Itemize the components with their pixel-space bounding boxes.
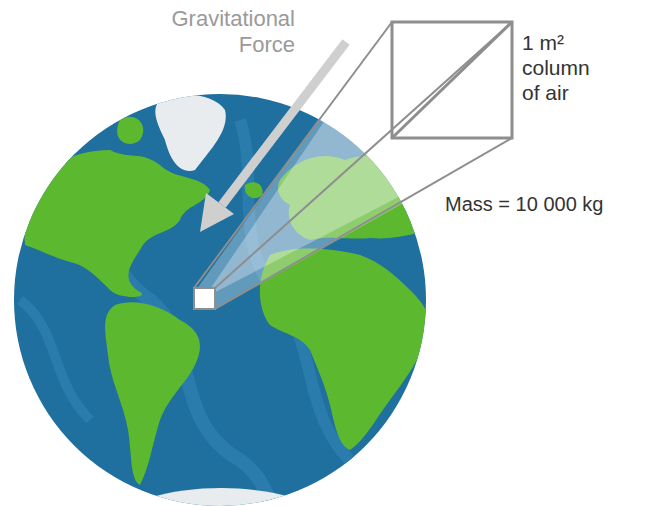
view-cone [204, 22, 512, 298]
globe-surface [20, 20, 515, 506]
air-column-diagonal [392, 22, 512, 138]
sample-square [194, 288, 215, 309]
leader-lines [194, 22, 512, 309]
mass-label: Mass = 10 000 kg [445, 192, 650, 216]
south-america [105, 302, 200, 485]
gravity-arrow [200, 42, 346, 232]
north-america [22, 150, 210, 297]
column-label: 1 m² column of air [522, 30, 602, 106]
force-label: Gravitational Force [145, 6, 295, 59]
air-column-box [392, 22, 512, 138]
africa [260, 249, 430, 450]
greenland [155, 95, 225, 171]
antarctica [150, 488, 290, 506]
